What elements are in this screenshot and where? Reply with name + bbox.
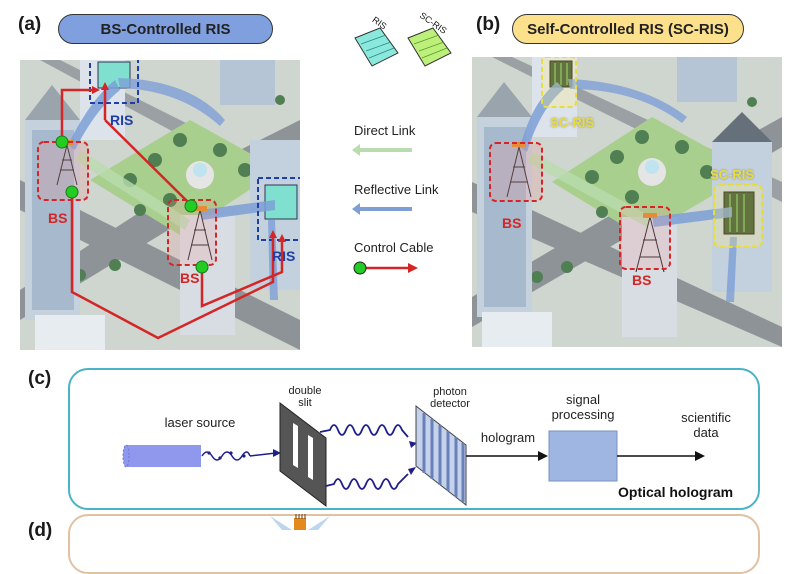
ris-tag: RIS	[272, 248, 296, 264]
panel-b-label: (b)	[476, 14, 501, 35]
panel-d-label: (d)	[28, 520, 53, 541]
antenna-icon	[270, 514, 330, 530]
panel-c-label: (c)	[28, 368, 52, 389]
panel-b-title: Self-Controlled RIS (SC-RIS)	[512, 14, 744, 44]
panel-d-box	[68, 514, 760, 574]
control-cable-icon	[353, 261, 418, 275]
city-scene-bs-controlled: BS BS RIS RIS	[20, 60, 300, 350]
scientific-data-label: scientific data	[681, 410, 731, 440]
laser-source-label: laser source	[164, 415, 236, 430]
optical-hologram-diagram	[122, 401, 705, 508]
legend-reflective-link-label: Reflective Link	[354, 182, 439, 197]
optical-hologram-caption: Optical hologram	[618, 484, 734, 500]
legend-control-cable-label: Control Cable	[354, 240, 434, 255]
scris-tag: SC-RIS	[710, 167, 755, 182]
photon-detector-label: photon detector	[430, 386, 470, 410]
reflective-link-arrow-icon	[352, 203, 412, 215]
panel-a-label: (a)	[18, 14, 42, 35]
double-slit-label: double slit	[288, 385, 322, 409]
city-scene-self-controlled: BS BS SC-RIS SC-RIS	[472, 57, 782, 347]
signal-processing-label: signal processing	[551, 392, 615, 422]
panel-a-title: BS-Controlled RIS	[58, 14, 273, 44]
optical-hologram-box	[68, 368, 760, 510]
ris-legend-icons: RIS SC-RIS	[350, 10, 460, 78]
bs-tag: BS	[48, 210, 68, 226]
bs-tag: BS	[502, 215, 522, 231]
direct-link-arrow-icon	[352, 144, 412, 156]
bs-tag: BS	[180, 270, 200, 286]
legend-direct-link-label: Direct Link	[354, 123, 416, 138]
bs-tag: BS	[632, 272, 652, 288]
ris-tag: RIS	[110, 112, 134, 128]
hologram-label: hologram	[480, 430, 536, 445]
scris-tag: SC-RIS	[550, 115, 595, 130]
